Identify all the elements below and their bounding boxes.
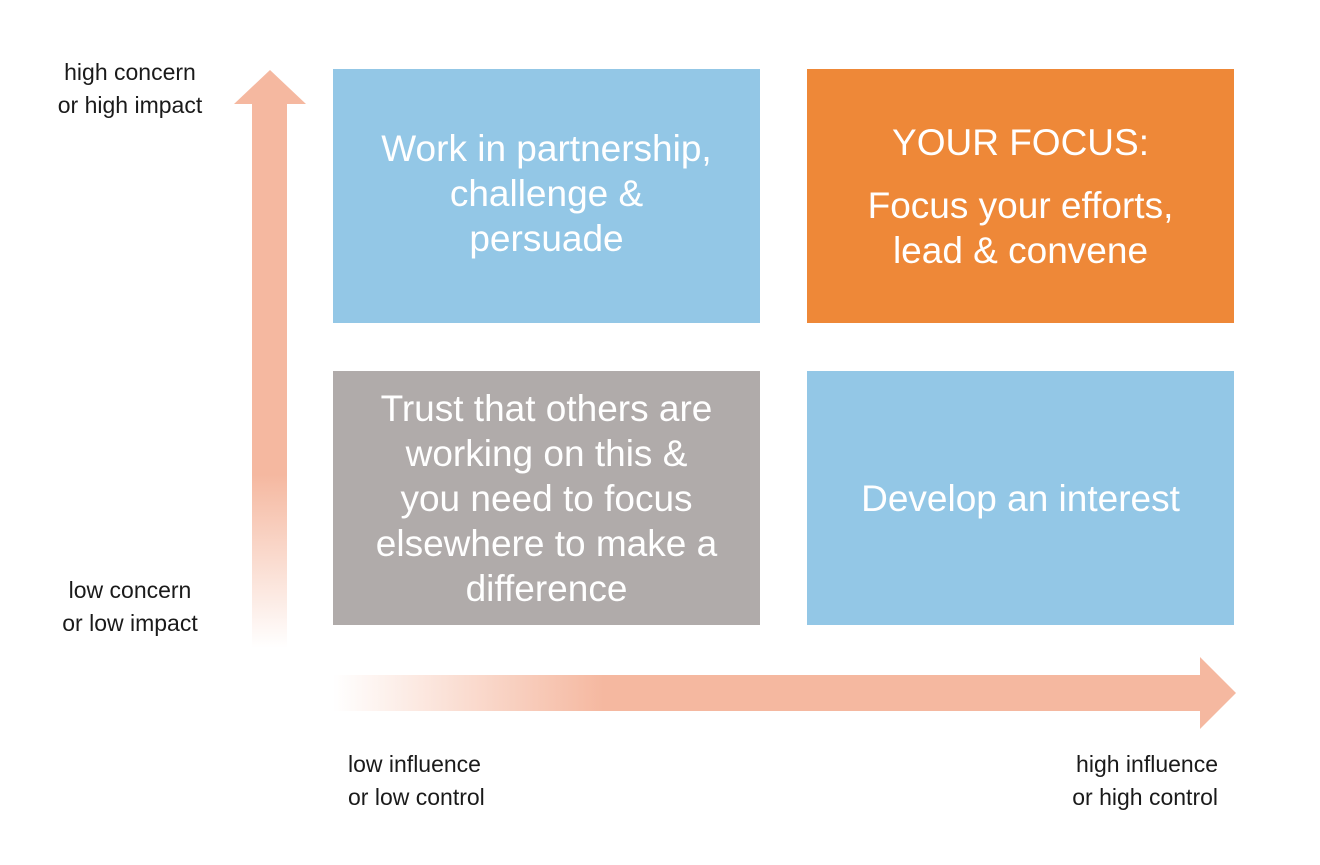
y-axis-low-label: low concern or low impact <box>62 577 198 636</box>
y-axis-high-label: high concern or high impact <box>57 59 203 118</box>
quadrant-develop-interest: Develop an interest <box>807 371 1234 625</box>
x-axis-high-label: high influence or high control <box>1072 751 1218 810</box>
quadrant-partnership-text: Work in partnership, challenge & persuad… <box>381 127 712 259</box>
quadrant-trust-others: Trust that others are working on this & … <box>333 371 760 625</box>
quadrant-your-focus-heading: YOUR FOCUS: <box>892 121 1149 163</box>
quadrant-partnership: Work in partnership, challenge & persuad… <box>333 69 760 323</box>
horizontal-axis-arrow <box>333 657 1236 729</box>
quadrant-trust-others-text: Trust that others are working on this & … <box>375 387 718 609</box>
x-axis-low-label: low influence or low control <box>348 751 485 810</box>
quadrant-your-focus: YOUR FOCUS: Focus your efforts, lead & c… <box>807 69 1234 323</box>
quadrant-your-focus-text: Focus your efforts, lead & convene <box>867 184 1174 271</box>
quadrant-develop-interest-text: Develop an interest <box>861 477 1180 519</box>
vertical-axis-arrow <box>234 70 306 648</box>
